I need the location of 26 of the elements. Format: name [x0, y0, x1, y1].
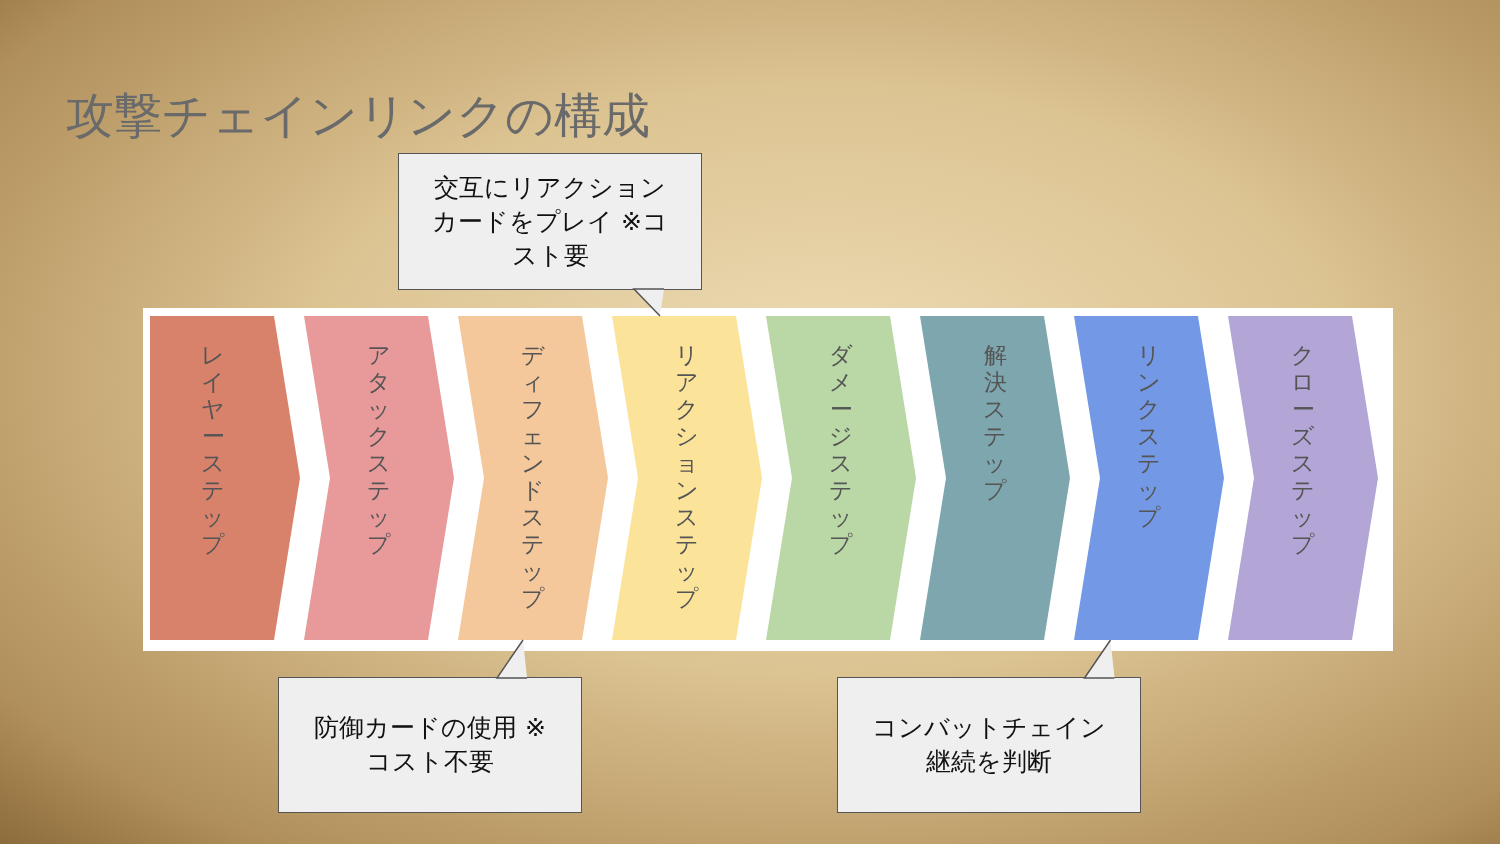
process-step: [920, 316, 1070, 640]
process-step: [1228, 316, 1378, 640]
callout-text: コンバットチェイン継続を判断: [871, 712, 1107, 778]
step-label: 解決ステップ: [982, 342, 1008, 504]
process-step: [1074, 316, 1224, 640]
process-step: [304, 316, 454, 640]
callout-text: 交互にリアクションカードをプレイ ※コスト要: [431, 171, 669, 272]
step-label: リンクステップ: [1136, 342, 1162, 531]
step-label: ダメージステップ: [828, 342, 854, 558]
step-label: クローズステップ: [1290, 342, 1316, 558]
slide-title: 攻撃チェインリンクの構成: [66, 86, 650, 145]
process-step: [458, 316, 608, 640]
step-label: レイヤーステップ: [200, 342, 226, 558]
process-step: [612, 316, 762, 640]
process-step: [150, 316, 300, 640]
callout-pointer: [495, 639, 528, 679]
callout-pointer: [632, 288, 665, 317]
step-label: リアクションステップ: [674, 342, 700, 612]
step-label: ディフェンドステップ: [520, 342, 546, 612]
callout-box: [278, 677, 582, 813]
callout-pointer: [1083, 639, 1116, 679]
process-step: [766, 316, 916, 640]
callout-text: 防御カードの使用 ※コスト不要: [313, 712, 547, 778]
callout-box: [398, 153, 702, 290]
step-label: アタックステップ: [366, 342, 392, 558]
callout-box: [837, 677, 1141, 813]
